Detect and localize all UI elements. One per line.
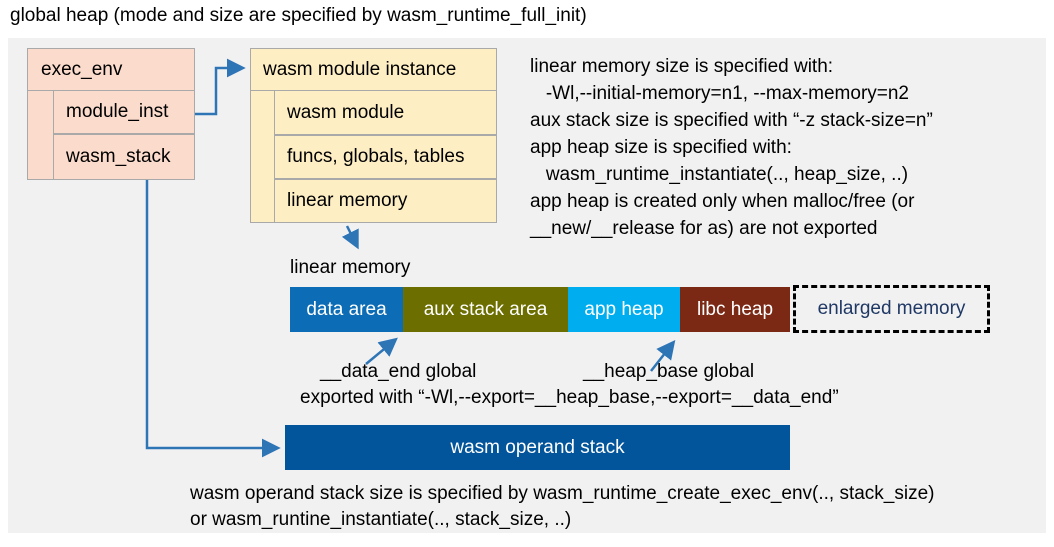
operand-stack-notes: wasm operand stack size is specified by …	[190, 481, 935, 533]
segment-app-heap: app heap	[568, 287, 680, 332]
note-line: app heap size is specified with:	[530, 137, 792, 158]
note-line: or wasm_runtine_instantiate(.., stack_si…	[190, 509, 572, 530]
note-line: wasm operand stack size is specified by …	[190, 483, 935, 504]
heap-base-global-label: __heap_base global	[583, 361, 755, 382]
export-flags-label: exported with “-Wl,--export=__heap_base,…	[300, 387, 839, 408]
segment-enlarged-memory: enlarged memory	[793, 285, 990, 333]
note-line: wasm_runtime_instantiate(.., heap_size, …	[530, 164, 909, 185]
segment-libc-heap: libc heap	[680, 287, 790, 332]
funcs-globals-tables-box: funcs, globals, tables	[274, 135, 497, 179]
linear-memory-notes: linear memory size is specified with: -W…	[530, 53, 1040, 242]
data-end-global-label: __data_end global	[320, 361, 477, 382]
note-line: linear memory size is specified with:	[530, 56, 834, 77]
note-line: -Wl,--initial-memory=n1, --max-memory=n2	[530, 83, 909, 104]
linear-memory-label: linear memory	[290, 257, 411, 278]
note-line: __new/__release for as) are not exported	[530, 218, 878, 239]
wasm-stack-box: wasm_stack	[53, 134, 195, 180]
note-line: aux stack size is specified with “-z sta…	[530, 110, 933, 131]
segment-aux-stack-area: aux stack area	[403, 287, 568, 332]
wasm-module-instance-title: wasm module instance	[251, 49, 496, 91]
note-line: app heap is created only when malloc/fre…	[530, 191, 915, 212]
linear-memory-cell-box: linear memory	[274, 179, 497, 223]
segment-data-area: data area	[290, 287, 403, 332]
wasm-operand-stack-bar: wasm operand stack	[285, 425, 790, 470]
page-title: global heap (mode and size are specified…	[10, 5, 587, 26]
exec-env-title: exec_env	[28, 49, 194, 91]
module-inst-box: module_inst	[53, 90, 195, 134]
wasm-module-box: wasm module	[274, 90, 497, 135]
